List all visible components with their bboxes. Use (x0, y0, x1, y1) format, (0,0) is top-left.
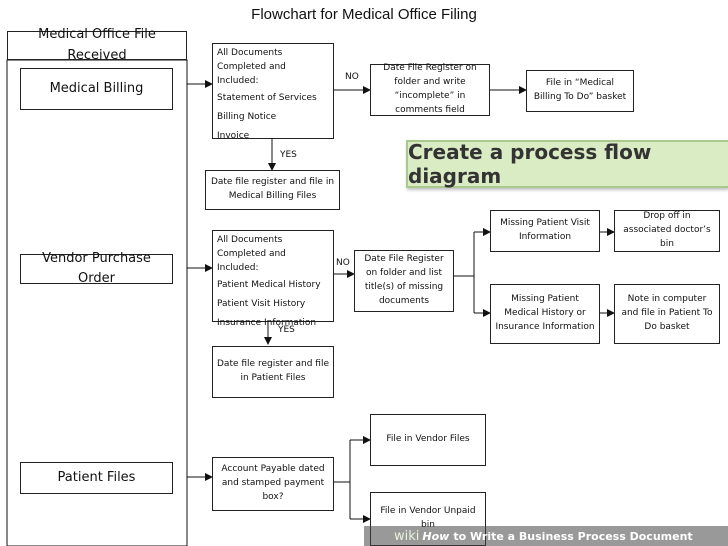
node-patient-files: Patient Files (20, 462, 173, 494)
vendor-check-item: Patient Visit History (217, 298, 306, 309)
edge-label-yes: YES (278, 325, 295, 335)
edge-label-no: NO (345, 72, 359, 82)
node-vendor-missing: Date File Register on folder and list ti… (354, 250, 454, 312)
vendor-check-item: Insurance Information (217, 317, 317, 328)
wikihow-watermark: wiki How to Write a Business Process Doc… (364, 526, 728, 546)
watermark-how: How (422, 529, 450, 543)
swimlane-container (6, 59, 188, 546)
node-doctor-bin: Drop off in associated doctor’s bin (614, 210, 720, 252)
diagram-title: Flowchart for Medical Office Filing (251, 6, 477, 23)
node-vendor-files: File in Vendor Files (370, 414, 486, 466)
node-billing-todo: File in “Medical Billing To Do” basket (526, 70, 634, 112)
node-patient-todo: Note in computer and file in Patient To … (614, 284, 720, 344)
node-missing-history: Missing Patient Medical History or Insur… (490, 284, 600, 344)
vendor-check-heading: All Documents Completed and Included: (217, 235, 286, 273)
node-vendor-purchase-order: Vendor Purchase Order (20, 251, 173, 286)
edge-label-no: NO (336, 258, 350, 268)
billing-check-item: Invoice (217, 130, 250, 141)
banner-step-title: Create a process flow diagram (406, 140, 728, 188)
node-missing-visit: Missing Patient Visit Information (490, 210, 600, 252)
billing-check-heading: All Documents Completed and Included: (217, 48, 286, 86)
node-patient-files-box: Date file register and file in Patient F… (212, 346, 334, 398)
node-billing-files: Date file register and file in Medical B… (205, 170, 340, 210)
billing-check-item: Billing Notice (217, 111, 277, 122)
node-billing-incomplete: Date File Register on folder and write “… (370, 63, 490, 116)
watermark-text: to Write a Business Process Document (453, 529, 693, 543)
node-medical-billing: Medical Billing (20, 68, 173, 110)
billing-check-item: Statement of Services (217, 92, 317, 103)
edge-label-yes: YES (280, 150, 297, 160)
node-billing-check: All Documents Completed and Included: St… (212, 43, 334, 141)
watermark-logo-wiki: wiki (394, 528, 420, 544)
vendor-check-item: Patient Medical History (217, 279, 321, 290)
node-file-received: Medical Office File Received (7, 27, 187, 63)
node-payable-check: Account Payable dated and stamped paymen… (212, 457, 334, 511)
node-vendor-check: All Documents Completed and Included: Pa… (212, 230, 334, 328)
